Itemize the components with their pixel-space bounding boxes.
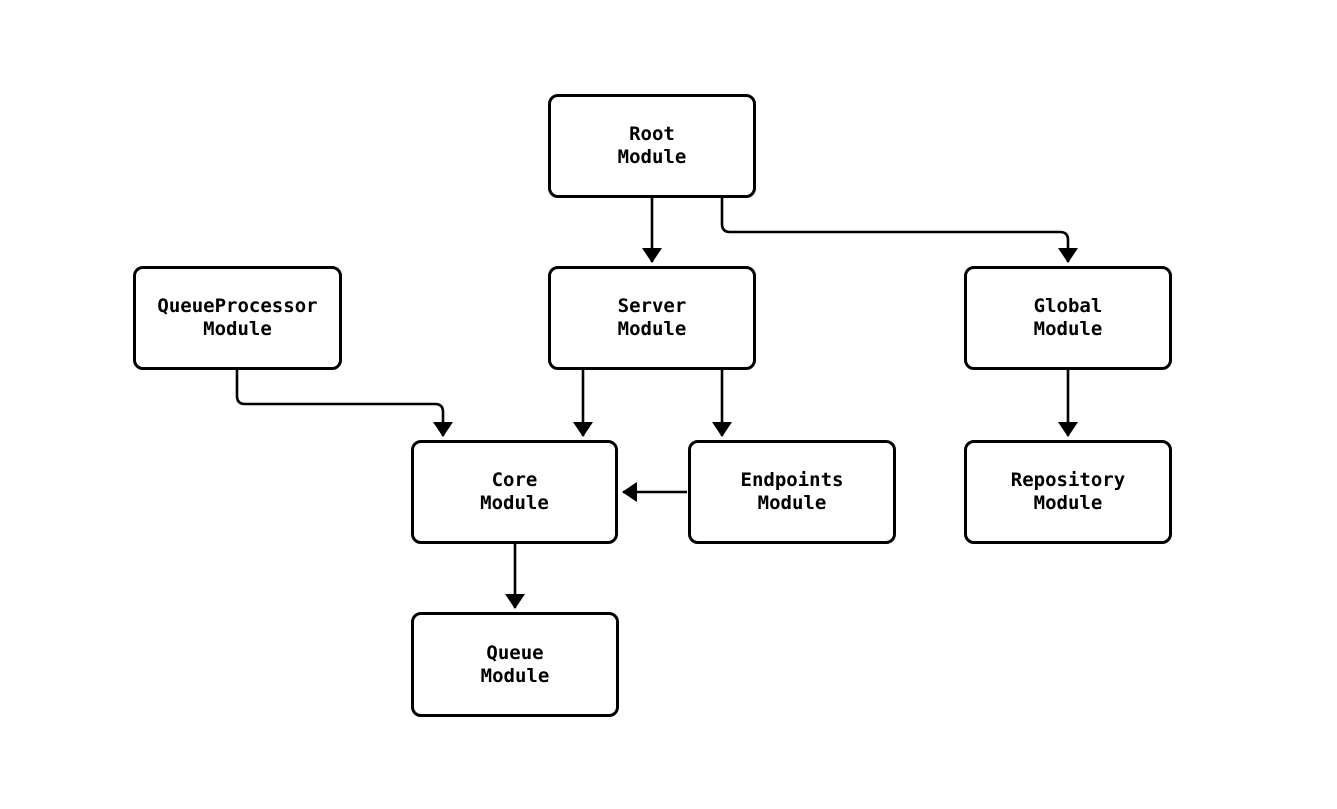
node-queue-module: Queue Module: [411, 612, 619, 717]
node-label: Endpoints: [740, 469, 844, 491]
node-label: Module: [1033, 492, 1103, 514]
node-endpoints-module: Endpoints Module: [688, 440, 896, 544]
node-label: Module: [617, 146, 687, 168]
node-label: Global: [1033, 295, 1103, 317]
node-core-module: Core Module: [411, 440, 618, 544]
node-label: Core: [491, 469, 538, 491]
node-label: Module: [617, 318, 687, 340]
node-label: QueueProcessor: [157, 295, 318, 317]
node-label: Module: [203, 318, 272, 340]
node-label: Module: [480, 492, 549, 514]
node-label: Root: [629, 123, 675, 145]
node-queueprocessor-module: QueueProcessor Module: [133, 266, 342, 370]
node-label: Queue: [486, 641, 544, 664]
node-root-module: Root Module: [548, 94, 756, 198]
node-label: Server: [617, 295, 687, 317]
node-repository-module: Repository Module: [964, 440, 1172, 544]
node-global-module: Global Module: [964, 266, 1172, 370]
node-label: Module: [480, 664, 550, 687]
node-server-module: Server Module: [548, 266, 756, 370]
edge-root-to-global: [720, 198, 1078, 263]
node-label: Module: [757, 492, 827, 514]
edge-queueprocessor-to-core: [235, 370, 453, 437]
node-label: Repository: [1010, 469, 1126, 491]
node-label: Module: [1033, 318, 1103, 340]
